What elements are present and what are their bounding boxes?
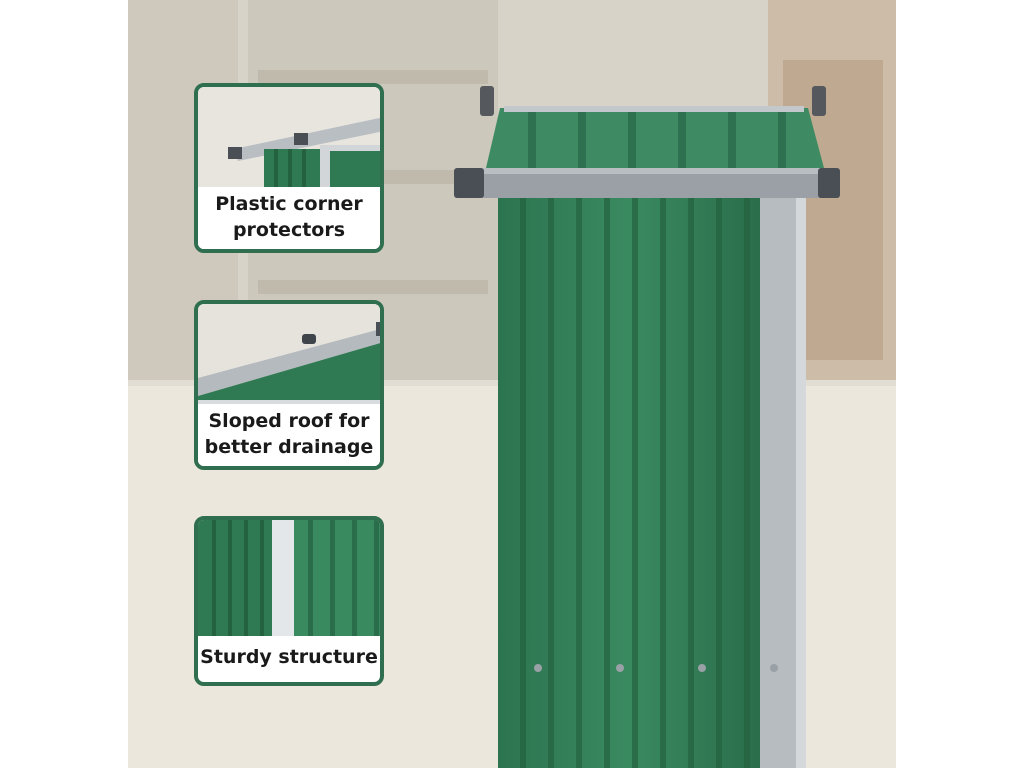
caption-line: Sturdy structure <box>200 646 378 668</box>
caption-line: better drainage <box>204 436 374 458</box>
caption-line: protectors <box>232 219 346 241</box>
callout-corner-protectors: Plastic corner protectors <box>194 83 384 253</box>
caption-line: Plastic corner <box>215 193 363 215</box>
callout-caption: Plastic corner protectors <box>198 187 380 249</box>
callout-caption: Sturdy structure <box>198 636 380 682</box>
callout-sloped-roof: Sloped roof for better drainage <box>194 300 384 470</box>
callout-caption: Sloped roof for better drainage <box>198 404 380 466</box>
callout-sturdy-structure: Sturdy structure <box>194 516 384 686</box>
caption-line: Sloped roof for <box>208 410 370 432</box>
product-scene: Plastic corner protectors Sloped roof fo… <box>128 0 896 768</box>
